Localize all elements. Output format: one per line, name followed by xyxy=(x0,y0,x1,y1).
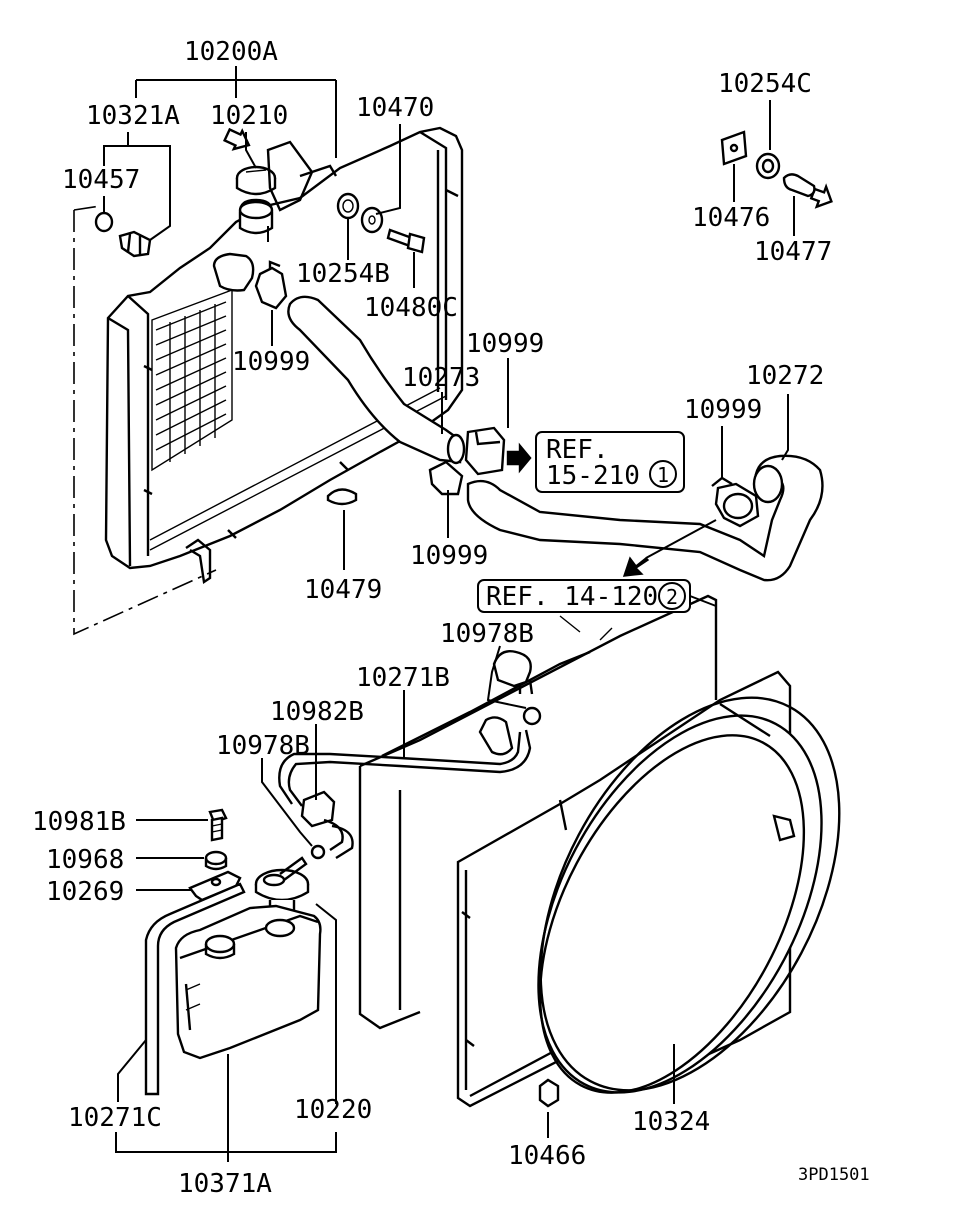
label-10978B-upper[interactable]: 10978B xyxy=(440,619,534,649)
label-10968[interactable]: 10968 xyxy=(46,845,124,875)
ref1-number: 1 xyxy=(657,463,669,487)
label-10981B[interactable]: 10981B xyxy=(32,807,126,837)
label-10999-clamp-ref[interactable]: 10999 xyxy=(466,329,544,359)
fan-shroud xyxy=(358,594,841,1108)
reservoir-tank xyxy=(144,808,322,1096)
sensor-kit xyxy=(720,130,816,198)
ref1-line2: 15-210 xyxy=(546,461,640,491)
label-10477[interactable]: 10477 xyxy=(754,237,832,267)
part-labels: 10200A 10321A 10210 10470 10457 10254B 1… xyxy=(32,37,870,1199)
label-10324[interactable]: 10324 xyxy=(632,1107,710,1137)
label-10978B-lower[interactable]: 10978B xyxy=(216,731,310,761)
label-10254B[interactable]: 10254B xyxy=(296,259,390,289)
label-10254C[interactable]: 10254C xyxy=(718,69,812,99)
label-10220[interactable]: 10220 xyxy=(294,1095,372,1125)
ref2-number: 2 xyxy=(666,585,678,609)
label-10371A[interactable]: 10371A xyxy=(178,1169,272,1199)
label-10457[interactable]: 10457 xyxy=(62,165,140,195)
label-10466[interactable]: 10466 xyxy=(508,1141,586,1171)
label-10999-clamp-right[interactable]: 10999 xyxy=(684,395,762,425)
ref2-text: REF. 14-120 xyxy=(486,582,658,612)
label-10470[interactable]: 10470 xyxy=(356,93,434,123)
overflow-hoses xyxy=(278,650,542,860)
ref-box-2[interactable]: REF. 14-120 2 xyxy=(477,579,691,613)
label-10982B[interactable]: 10982B xyxy=(270,697,364,727)
label-10271C[interactable]: 10271C xyxy=(68,1103,162,1133)
upper-hose xyxy=(287,295,466,465)
label-10479[interactable]: 10479 xyxy=(304,575,382,605)
label-10200A[interactable]: 10200A xyxy=(184,37,278,67)
label-10321A[interactable]: 10321A xyxy=(86,101,180,131)
label-10480C[interactable]: 10480C xyxy=(364,293,458,323)
diagram-code: 3PD1501 xyxy=(798,1165,870,1185)
label-10999-clamp-upper[interactable]: 10999 xyxy=(232,347,310,377)
label-10476[interactable]: 10476 xyxy=(692,203,770,233)
label-10272[interactable]: 10272 xyxy=(746,361,824,391)
ref-box-1[interactable]: REF. 15-210 1 xyxy=(535,431,685,493)
label-10269[interactable]: 10269 xyxy=(46,877,124,907)
ref1-line1: REF. xyxy=(546,435,609,465)
label-10999-clamp-lower[interactable]: 10999 xyxy=(410,541,488,571)
lower-hose xyxy=(466,454,824,582)
radiator-core xyxy=(151,288,233,472)
label-10271B[interactable]: 10271B xyxy=(356,663,450,693)
leader-lines xyxy=(103,66,795,1162)
label-10210[interactable]: 10210 xyxy=(210,101,288,131)
label-10273[interactable]: 10273 xyxy=(402,363,480,393)
